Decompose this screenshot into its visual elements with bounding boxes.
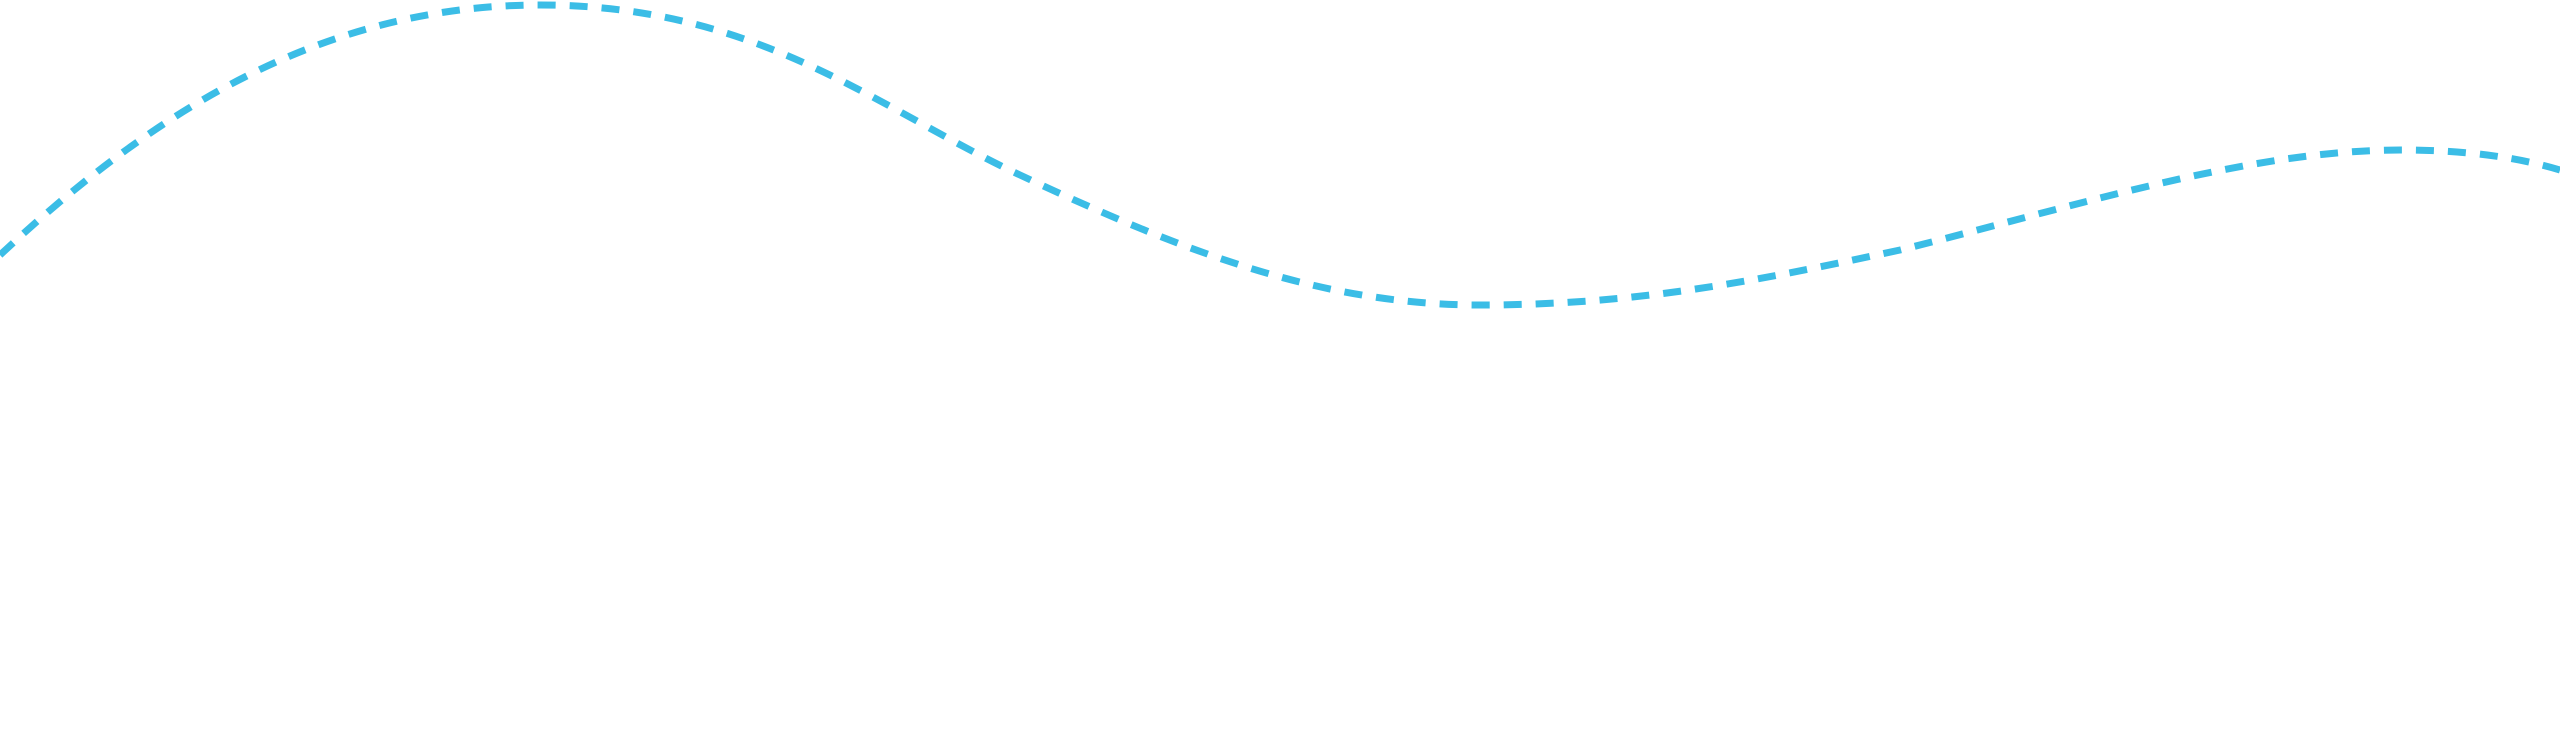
dashed-wave-line [0, 1, 2560, 309]
